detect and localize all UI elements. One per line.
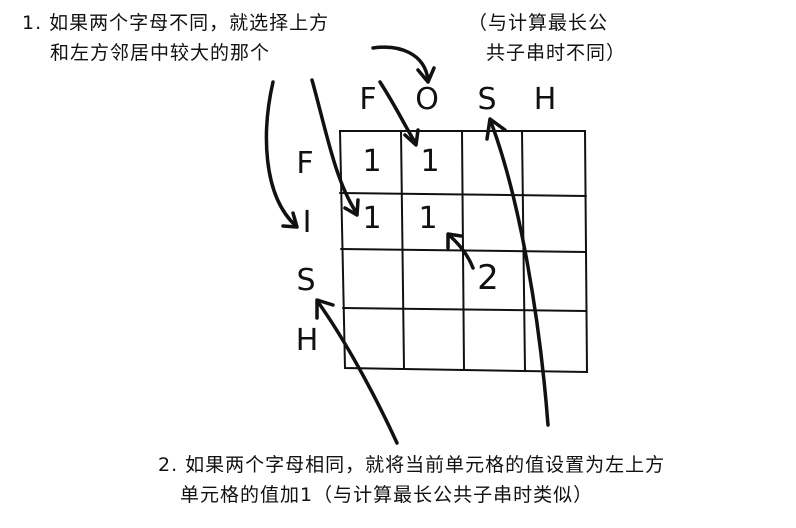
arrow-to-row-i xyxy=(264,80,298,228)
rule-1-line-1: 1. 如果两个字母不同，就选择上方 xyxy=(22,12,330,34)
row-letter-h: H xyxy=(295,323,319,358)
grid-outer-border xyxy=(338,130,589,374)
column-letter-h: H xyxy=(533,82,557,117)
rule-1-line-2: 和左方邻居中较大的那个 xyxy=(50,42,271,64)
column-letter-f: F xyxy=(359,82,377,117)
arrow-to-cell-i-f-head xyxy=(343,198,360,217)
grid-vline-1 xyxy=(400,130,405,370)
arrow-to-top-s-head xyxy=(485,117,507,141)
rule-1-note: 1. 如果两个字母不同，就选择上方 和左方邻居中较大的那个 xyxy=(22,8,329,68)
row-letter-f: F xyxy=(296,146,314,181)
cell-i-f: 1 xyxy=(362,201,382,236)
cell-i-o: 1 xyxy=(418,201,438,236)
rule-1-aside: （与计算最长公 共子串时不同） xyxy=(468,8,626,68)
rule-2-line-1: 2. 如果两个字母相同，就将当前单元格的值设置为左上方 xyxy=(158,454,666,476)
arrow-to-row-s xyxy=(316,300,399,445)
arrow-to-cell-i-o xyxy=(448,234,475,270)
arrow-to-top-o-head xyxy=(416,66,436,84)
arrow-to-row-s-head xyxy=(315,298,335,320)
row-letter-i: I xyxy=(302,205,312,240)
arrow-to-cell-i-o-head xyxy=(446,232,463,250)
column-letter-s: S xyxy=(477,82,497,117)
arrow-to-row-i-head xyxy=(281,211,299,229)
arrow-to-cell-f-o-head xyxy=(403,128,420,147)
column-letter-o: O xyxy=(415,82,439,117)
arrow-to-cell-i-f xyxy=(310,78,358,214)
rule-1-aside-line-1: （与计算最长公 xyxy=(468,12,609,34)
arrow-to-top-s xyxy=(489,120,550,427)
arrow-to-cell-f-o xyxy=(378,80,417,144)
row-letter-s: S xyxy=(296,263,316,298)
grid-hline-3 xyxy=(342,307,587,312)
arrow-to-top-o xyxy=(371,45,430,82)
cell-f-f: 1 xyxy=(362,144,382,179)
annotation-value: 2 xyxy=(477,258,499,298)
rule-2-line-2: 单元格的值加1（与计算最长公共子串时类似） xyxy=(180,484,594,506)
rule-1-aside-line-2: 共子串时不同） xyxy=(486,42,627,64)
rule-2-note: 2. 如果两个字母相同，就将当前单元格的值设置为左上方 单元格的值加1（与计算最… xyxy=(158,450,665,510)
cell-f-o: 1 xyxy=(420,144,440,179)
arrows xyxy=(264,45,550,445)
